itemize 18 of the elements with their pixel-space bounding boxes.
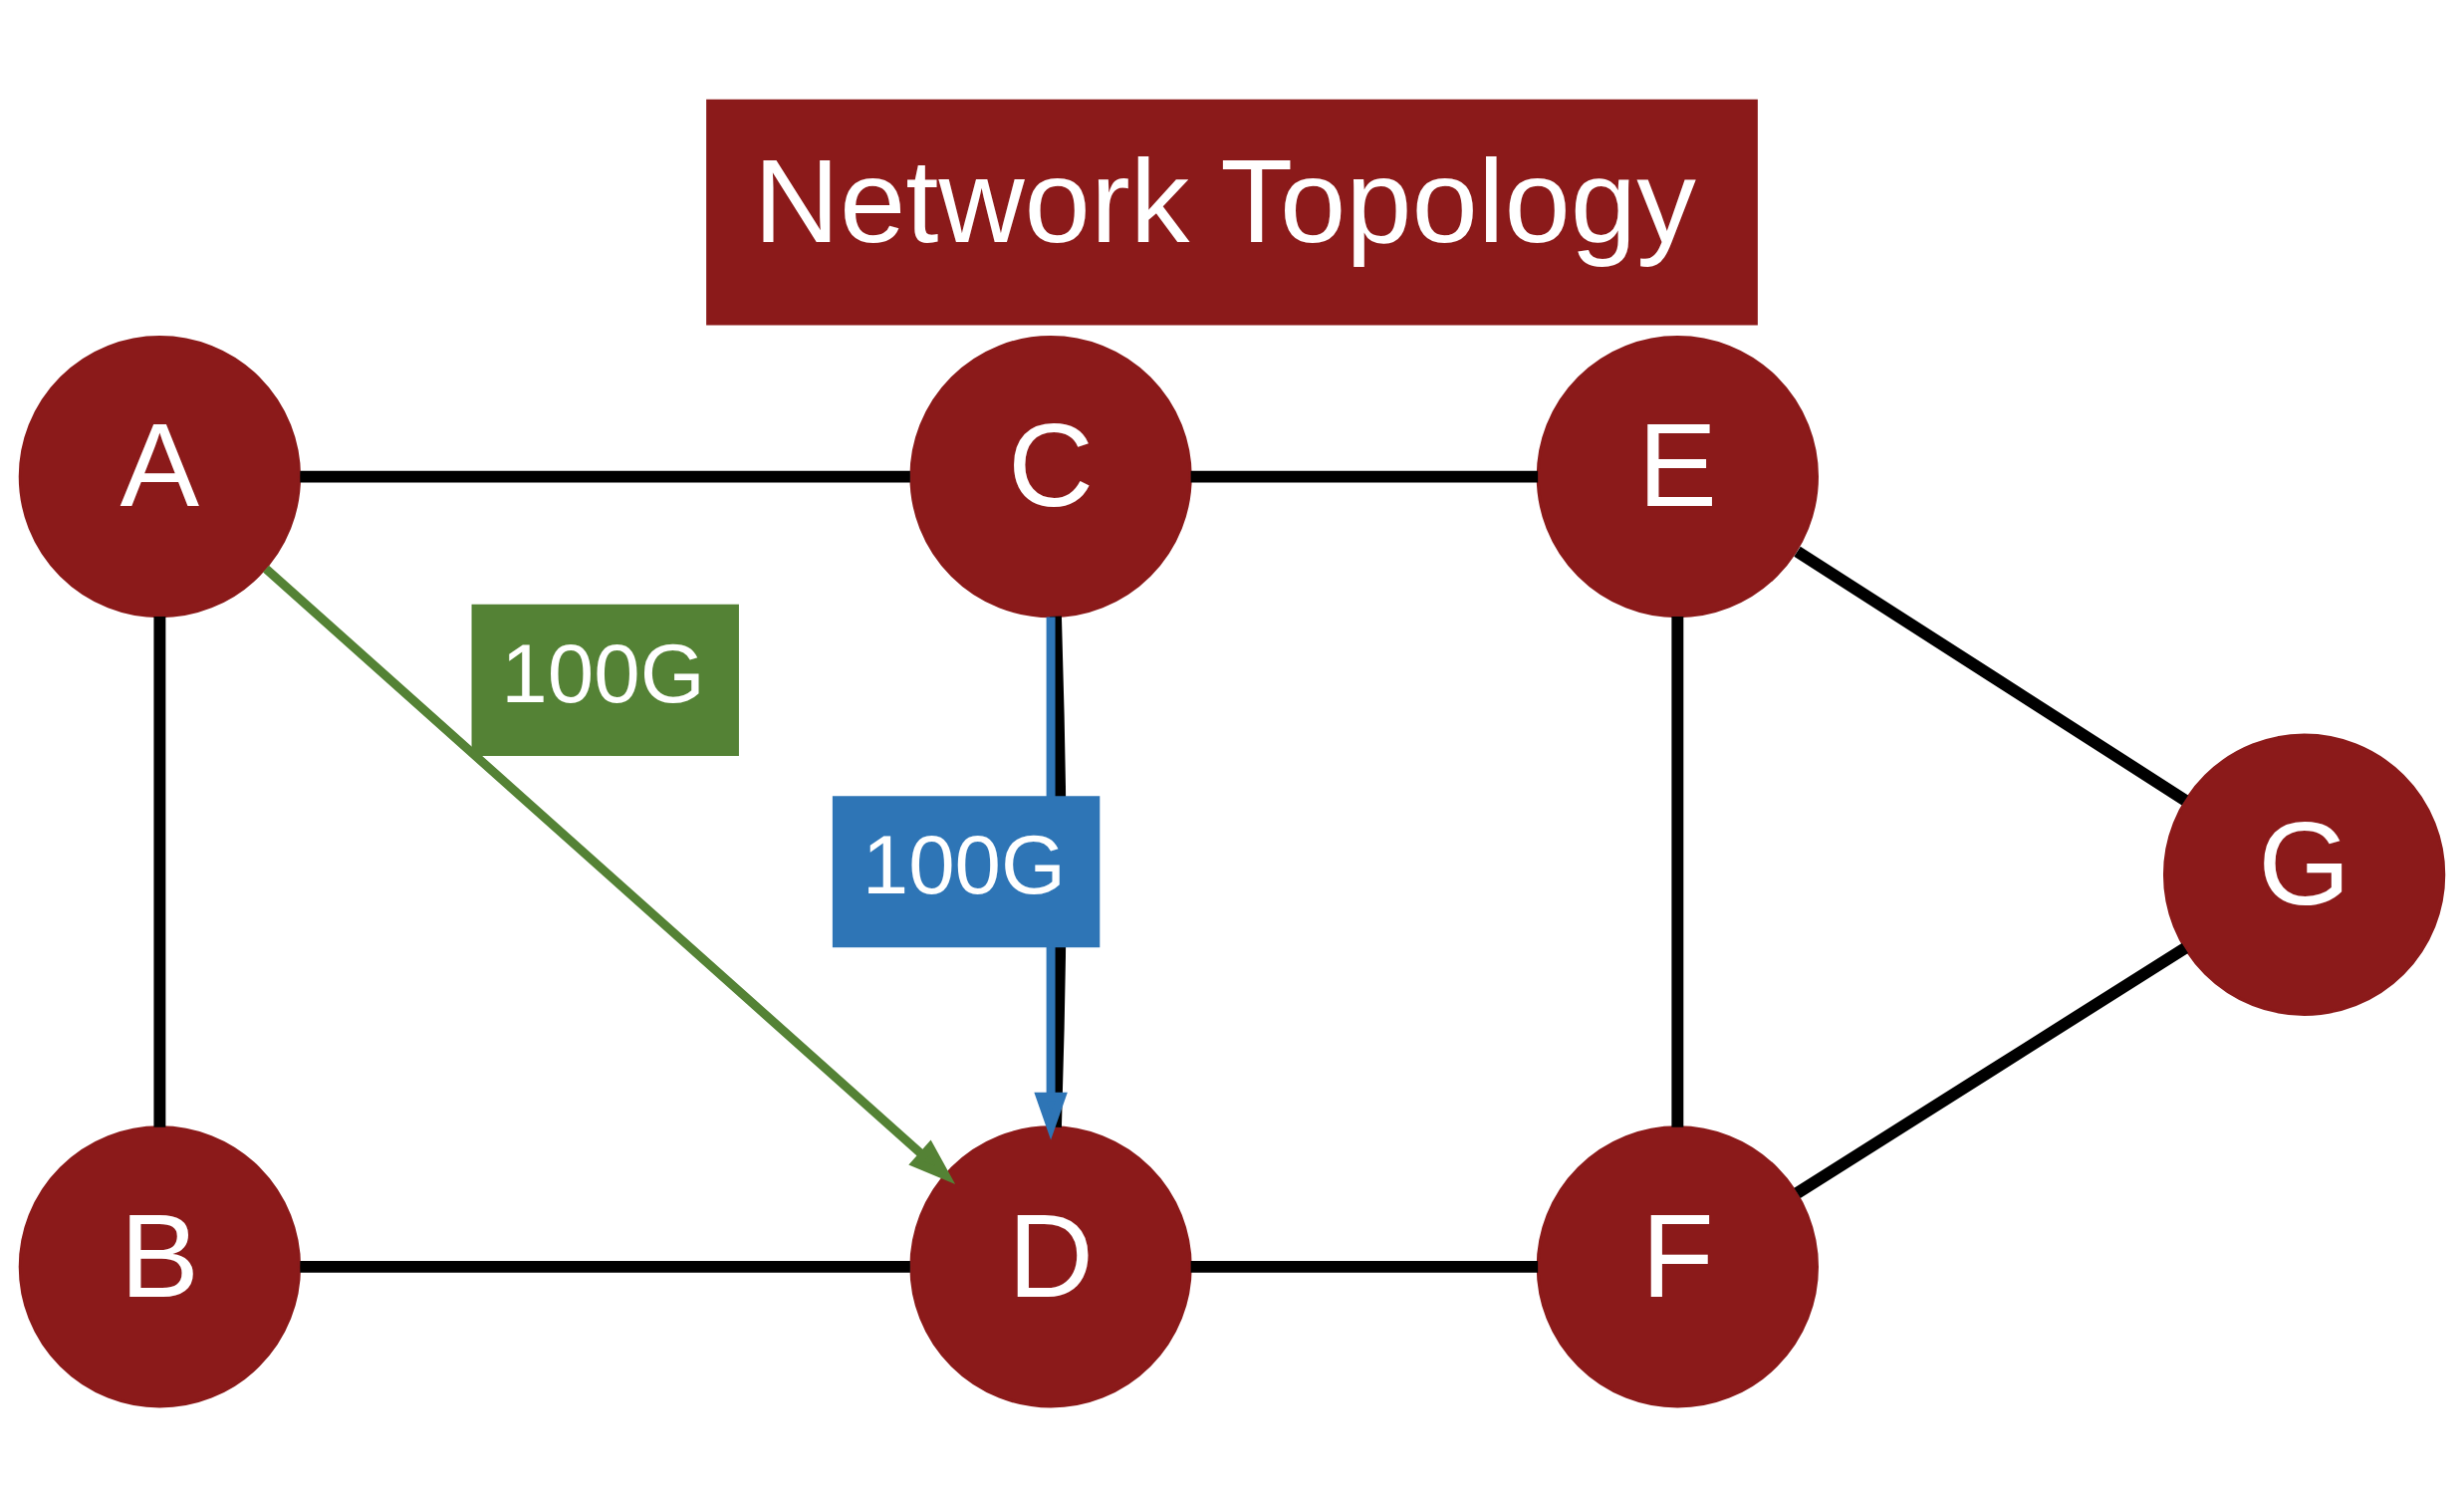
connector [1190,470,1539,483]
connector [1671,616,1684,1127]
connector [300,1260,910,1273]
node-circle: F [1536,1124,1819,1408]
connector [1794,942,2189,1198]
node-circle: B [18,1124,302,1408]
edge-label: 100G [501,625,705,720]
connector [300,470,910,483]
node-circle: A [18,335,302,618]
arrow [263,565,956,1184]
node-circle: G [2162,733,2446,1016]
node-circle: C [909,335,1192,618]
connector [1190,1260,1539,1273]
node-circle: E [1536,335,1819,618]
connector [153,616,166,1127]
diagram-title: Network Topology [753,133,1696,267]
connector [1794,546,2189,805]
edge-label: 100G [862,817,1066,911]
